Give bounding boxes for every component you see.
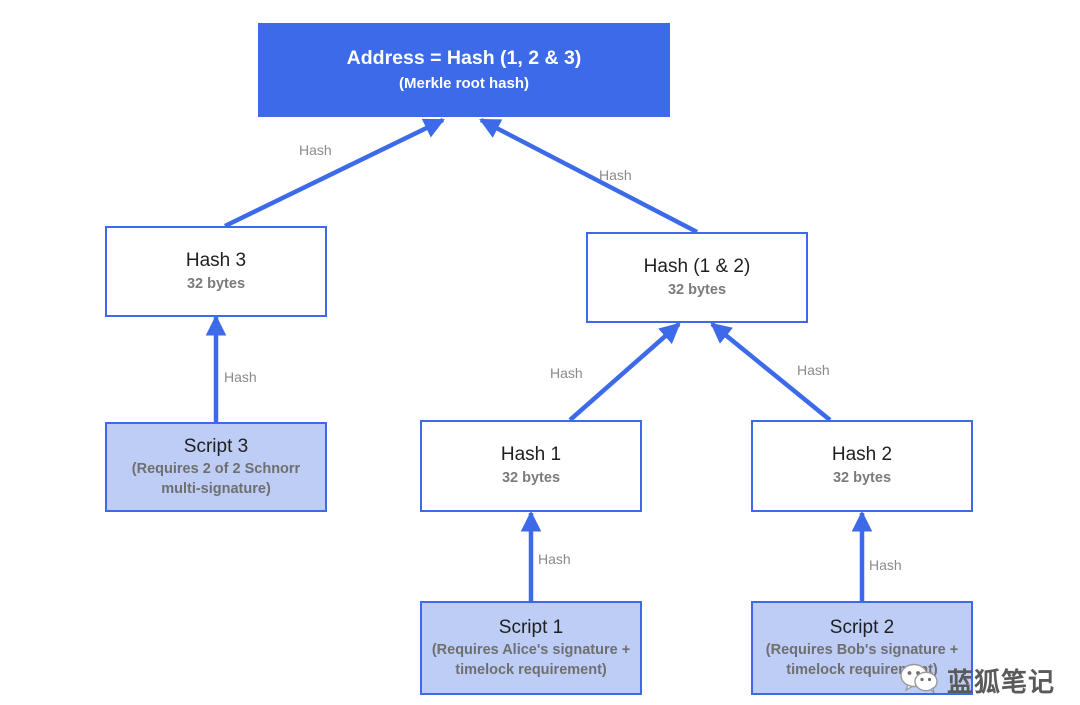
edge-hash3-to-root — [224, 117, 445, 229]
node-script-3-subtitle: (Requires 2 of 2 Schnorr multi-signature… — [131, 461, 301, 497]
node-hash-1[interactable]: Hash 1 32 bytes — [420, 420, 642, 512]
edge-label-hash2-to-hash12: Hash — [797, 362, 830, 378]
node-hash-2-title: Hash 2 — [831, 444, 893, 466]
node-merkle-root-subtitle: (Merkle root hash) — [398, 74, 530, 92]
node-script-1[interactable]: Script 1 (Requires Alice's signature + t… — [420, 601, 642, 695]
node-hash-3[interactable]: Hash 3 32 bytes — [105, 226, 327, 317]
edge-label-hash12-to-root: Hash — [599, 167, 632, 183]
node-hash-3-subtitle: 32 bytes — [186, 275, 246, 292]
node-script-3[interactable]: Script 3 (Requires 2 of 2 Schnorr multi-… — [105, 422, 327, 512]
node-script-3-title: Script 3 — [183, 435, 249, 457]
node-merkle-root-title: Address = Hash (1, 2 & 3) — [346, 47, 582, 70]
node-hash-2-subtitle: 32 bytes — [832, 470, 892, 487]
node-script-2-subtitle: (Requires Bob's signature + timelock req… — [765, 642, 959, 678]
node-script-2-title: Script 2 — [829, 616, 895, 638]
node-hash-1-subtitle: 32 bytes — [501, 470, 561, 487]
node-hash-1-title: Hash 1 — [500, 444, 562, 466]
node-hash-1-and-2[interactable]: Hash (1 & 2) 32 bytes — [586, 232, 808, 323]
node-script-2[interactable]: Script 2 (Requires Bob's signature + tim… — [751, 601, 973, 695]
node-merkle-root[interactable]: Address = Hash (1, 2 & 3) (Merkle root h… — [258, 23, 670, 117]
node-hash-1-and-2-subtitle: 32 bytes — [667, 281, 727, 298]
node-hash-3-title: Hash 3 — [185, 249, 247, 271]
node-hash-2[interactable]: Hash 2 32 bytes — [751, 420, 973, 512]
edge-label-script3-to-hash3: Hash — [224, 369, 257, 385]
edge-hash2-to-hash12 — [710, 322, 832, 422]
edge-hash1-to-hash12 — [568, 322, 681, 422]
node-hash-1-and-2-title: Hash (1 & 2) — [643, 255, 751, 277]
node-script-1-subtitle: (Requires Alice's signature + timelock r… — [431, 642, 631, 678]
edge-label-script1-to-hash1: Hash — [538, 551, 571, 567]
edge-label-hash3-to-root: Hash — [299, 142, 332, 158]
edge-hash12-to-root — [479, 118, 699, 234]
node-script-1-title: Script 1 — [498, 616, 564, 638]
edge-label-script2-to-hash2: Hash — [869, 557, 902, 573]
edge-label-hash1-to-hash12: Hash — [550, 365, 583, 381]
